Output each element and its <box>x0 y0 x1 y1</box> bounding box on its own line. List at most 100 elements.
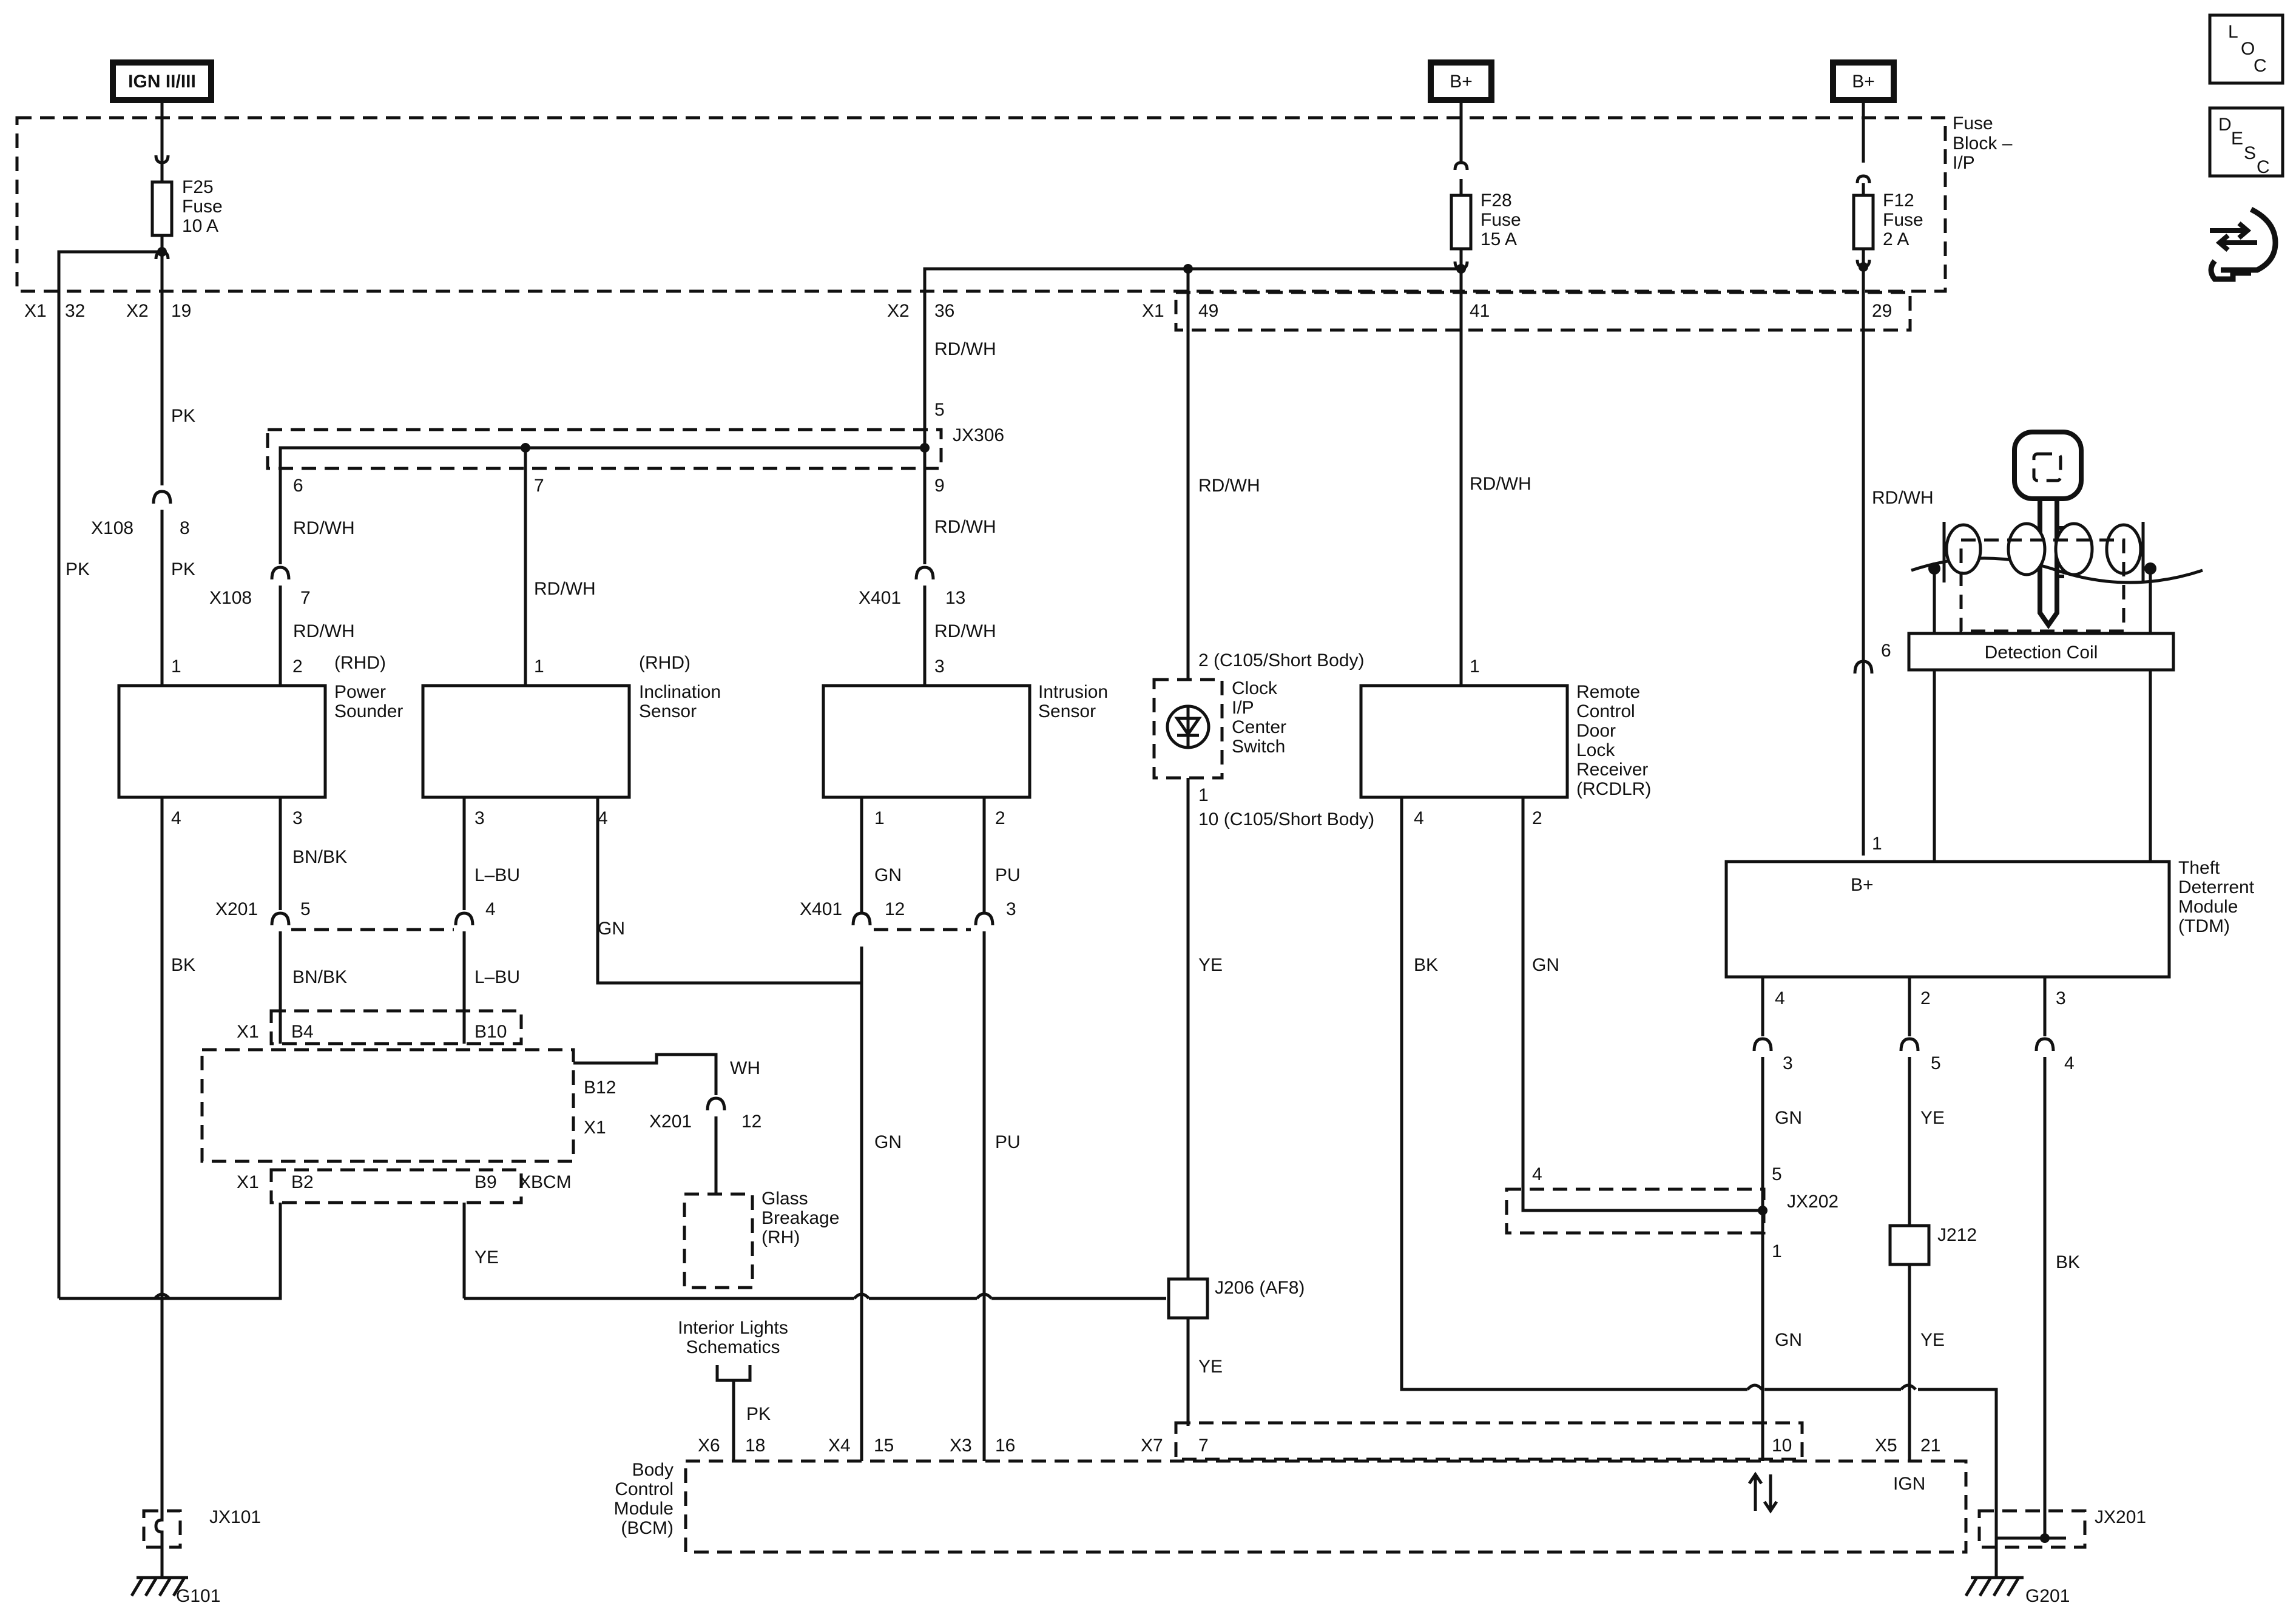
svg-text:YE: YE <box>1198 955 1223 975</box>
svg-text:Body: Body <box>632 1460 674 1480</box>
svg-text:YE: YE <box>1920 1330 1945 1350</box>
svg-text:XBCM: XBCM <box>519 1172 572 1192</box>
svg-text:4: 4 <box>2064 1053 2075 1073</box>
svg-text:JX101: JX101 <box>209 1507 261 1527</box>
svg-text:BN/BK: BN/BK <box>292 967 347 987</box>
theft-deterrent-module[interactable]: RD/WH 6 1 B+ Theft Deterrent Module (TDM… <box>1724 488 2255 979</box>
svg-text:Switch: Switch <box>1232 737 1285 757</box>
svg-text:Module: Module <box>614 1499 674 1519</box>
svg-text:(RHD): (RHD) <box>334 653 386 673</box>
wire-label-pk: PK <box>66 559 90 579</box>
svg-text:36: 36 <box>934 301 954 321</box>
svg-text:5: 5 <box>1772 1164 1782 1184</box>
svg-text:YE: YE <box>1920 1108 1945 1128</box>
x401-connector-lower: X401 12 3 GN PU GN PU <box>800 865 1021 1152</box>
svg-text:Door: Door <box>1576 721 1616 741</box>
g201-ground: JX201 G201 <box>1964 1507 2146 1606</box>
svg-text:E: E <box>2231 129 2243 149</box>
desc-icon[interactable]: D E S C <box>2208 106 2284 178</box>
svg-text:B10: B10 <box>474 1022 507 1042</box>
svg-text:L: L <box>2228 22 2238 42</box>
glass-breakage-sensor[interactable]: WH X201 12 Glass Breakage (RH) <box>573 1053 839 1289</box>
svg-text:F28: F28 <box>1481 191 1512 211</box>
detection-coil[interactable]: Detection Coil <box>1907 632 2175 672</box>
svg-text:X3: X3 <box>950 1436 972 1456</box>
svg-text:RD/WH: RD/WH <box>934 621 996 641</box>
svg-text:X2: X2 <box>126 301 149 321</box>
bplus-power-label-1: B+ <box>1428 59 1494 103</box>
top-pin-labels: X1 32 X2 19 X2 36 X1 49 41 29 <box>24 301 1892 321</box>
svg-text:X6: X6 <box>698 1436 720 1456</box>
jx306-outline <box>266 428 943 470</box>
coil-to-tdm-wires <box>1933 670 2152 862</box>
fuse-block-outline <box>15 116 1947 293</box>
svg-text:Fuse: Fuse <box>182 197 223 217</box>
inclination-gn-wire <box>596 797 863 985</box>
svg-text:D: D <box>2218 115 2232 135</box>
svg-text:3: 3 <box>292 808 303 828</box>
svg-text:Control: Control <box>615 1479 674 1499</box>
svg-text:RD/WH: RD/WH <box>1872 488 1934 508</box>
svg-text:RD/WH: RD/WH <box>293 621 355 641</box>
svg-text:Power: Power <box>334 682 386 702</box>
svg-text:Module: Module <box>2178 897 2238 917</box>
inclination-sensor[interactable]: 1 (RHD) Inclination Sensor 3 4 <box>421 653 721 828</box>
svg-text:5: 5 <box>300 899 311 919</box>
svg-text:Block –: Block – <box>1953 133 2013 154</box>
svg-text:F12: F12 <box>1883 191 1914 211</box>
power-sounder[interactable]: 1 2 (RHD) Power Sounder 4 3 <box>117 653 403 828</box>
svg-text:PK: PK <box>746 1404 771 1424</box>
jx306-bus <box>279 329 927 564</box>
svg-text:2: 2 <box>995 808 1005 828</box>
svg-text:4: 4 <box>1775 988 1785 1008</box>
x108-connector-7: X108 7 RD/WH <box>209 565 355 686</box>
svg-text:WH: WH <box>730 1058 760 1078</box>
intrusion-wires-lower <box>860 931 986 1461</box>
svg-text:IGN II/III: IGN II/III <box>128 72 196 92</box>
svg-text:8: 8 <box>180 518 190 538</box>
body-control-module[interactable]: Body Control Module (BCM) X6 18 X4 15 X3… <box>614 1421 1968 1554</box>
x1-upper-outline <box>269 1009 523 1045</box>
loc-icon[interactable]: L O C <box>2208 13 2284 85</box>
svg-text:B+: B+ <box>1852 72 1875 92</box>
interior-lights-reference[interactable]: Interior Lights Schematics PK <box>678 1318 788 1461</box>
j206-splice: J206 (AF8) YE YE <box>1167 807 1305 1426</box>
intrusion-wires-upper <box>860 797 986 913</box>
connector-icon[interactable] <box>2208 206 2278 282</box>
wire-label-bk: BK <box>1414 955 1438 975</box>
x1-connector-outline <box>1174 291 1912 332</box>
intrusion-sensor[interactable]: 3 Intrusion Sensor 1 2 <box>822 657 1108 828</box>
svg-text:X401: X401 <box>800 899 842 919</box>
fuse-block-label: Fuse Block – I/P <box>1953 113 2013 173</box>
svg-text:YE: YE <box>1198 1357 1223 1377</box>
svg-text:BK: BK <box>2056 1252 2080 1272</box>
svg-text:1: 1 <box>534 657 544 677</box>
svg-text:Center: Center <box>1232 717 1286 737</box>
svg-text:X1: X1 <box>237 1172 259 1192</box>
svg-text:RD/WH: RD/WH <box>934 339 996 359</box>
svg-text:B2: B2 <box>291 1172 314 1192</box>
svg-text:X1: X1 <box>584 1118 606 1138</box>
fuse-f12: F12 Fuse 2 A <box>1852 174 1923 269</box>
svg-text:B12: B12 <box>584 1078 616 1098</box>
svg-text:O: O <box>2241 39 2255 59</box>
clock-center-switch[interactable]: 2 (C105/Short Body) Clock I/P Center Swi… <box>1152 269 1374 829</box>
svg-text:2 (C105/Short Body): 2 (C105/Short Body) <box>1198 650 1364 670</box>
rcdlr-module[interactable]: RD/WH 1 Remote Control Door Lock Receive… <box>1359 269 1651 828</box>
svg-text:Sensor: Sensor <box>639 701 697 721</box>
svg-text:Sounder: Sounder <box>334 701 403 721</box>
svg-text:15 A: 15 A <box>1481 229 1517 249</box>
svg-text:RD/WH: RD/WH <box>934 517 996 537</box>
svg-text:JX202: JX202 <box>1787 1192 1838 1212</box>
svg-text:9: 9 <box>934 476 945 496</box>
ign-power-label: IGN II/III <box>110 59 214 103</box>
pk-wire-left <box>57 250 162 1298</box>
svg-text:1: 1 <box>1198 785 1209 805</box>
svg-text:B+: B+ <box>1851 875 1874 895</box>
svg-text:10 (C105/Short Body): 10 (C105/Short Body) <box>1198 809 1374 829</box>
detection-coil-antenna <box>1911 522 2203 633</box>
svg-text:Control: Control <box>1576 701 1635 721</box>
f28-bus <box>923 267 1461 329</box>
svg-text:4: 4 <box>485 899 496 919</box>
